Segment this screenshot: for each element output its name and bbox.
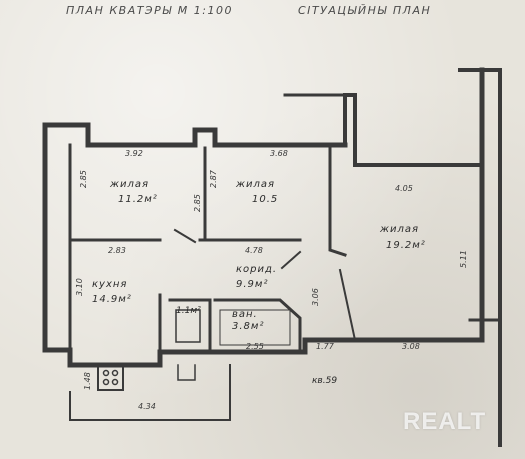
realt-watermark: REALT xyxy=(403,408,487,435)
situation-plan-title: СІТУАЦЫЙНЫ ПЛАН xyxy=(298,4,432,17)
room-area: 10.5 xyxy=(252,194,278,205)
room-area: 11.2м² xyxy=(118,194,158,205)
dimension-label: 4.34 xyxy=(138,402,156,411)
room-corridor: корид. 9.9м² xyxy=(236,264,277,290)
dimension-label: 4.05 xyxy=(395,184,413,193)
dimension-label: 2.55 xyxy=(246,342,264,351)
room-bedroom-3: жилая 19.2м² xyxy=(379,224,426,251)
dimension-label: 3.10 xyxy=(75,278,84,296)
dimension-label: 3.92 xyxy=(125,149,143,158)
plan-title: ПЛАН КВАТЭРЫ М 1:100 xyxy=(66,4,233,17)
dimension-label: 3.08 xyxy=(402,342,420,351)
room-kitchen: кухня 14.9м² xyxy=(92,279,132,305)
room-area: 9.9м² xyxy=(236,279,268,290)
room-label: жилая xyxy=(379,224,419,235)
apartment-number: кв.59 xyxy=(312,376,337,386)
dimension-label: 3.68 xyxy=(270,149,288,158)
room-label: корид. xyxy=(236,264,277,275)
dimension-label: 1.77 xyxy=(316,342,335,351)
room-area: 3.8м² xyxy=(232,321,264,332)
dimension-label: 1.48 xyxy=(83,372,92,390)
room-label: кухня xyxy=(92,279,127,290)
dimension-label: 2.83 xyxy=(108,246,126,255)
room-bedroom-2: жилая 10.5 xyxy=(235,179,278,205)
room-area: 1.1м² xyxy=(176,306,201,316)
dimension-label: 3.06 xyxy=(311,288,320,306)
room-area: 14.9м² xyxy=(92,294,132,305)
dimension-label: 2.85 xyxy=(79,170,88,188)
dimension-label: 4.78 xyxy=(245,246,263,255)
room-label: жилая xyxy=(109,179,149,190)
dimension-label: 2.85 xyxy=(193,194,202,212)
room-area: 19.2м² xyxy=(386,240,426,251)
room-toilet: 1.1м² xyxy=(176,306,201,316)
dimension-label: 2.87 xyxy=(209,169,218,188)
room-label: жилая xyxy=(235,179,275,190)
room-bedroom-1: жилая 11.2м² xyxy=(109,179,158,205)
room-label: ван. xyxy=(232,309,258,320)
room-bathroom: ван. 3.8м² xyxy=(232,309,264,332)
walls xyxy=(42,67,502,447)
dimension-label: 5.11 xyxy=(459,250,468,268)
